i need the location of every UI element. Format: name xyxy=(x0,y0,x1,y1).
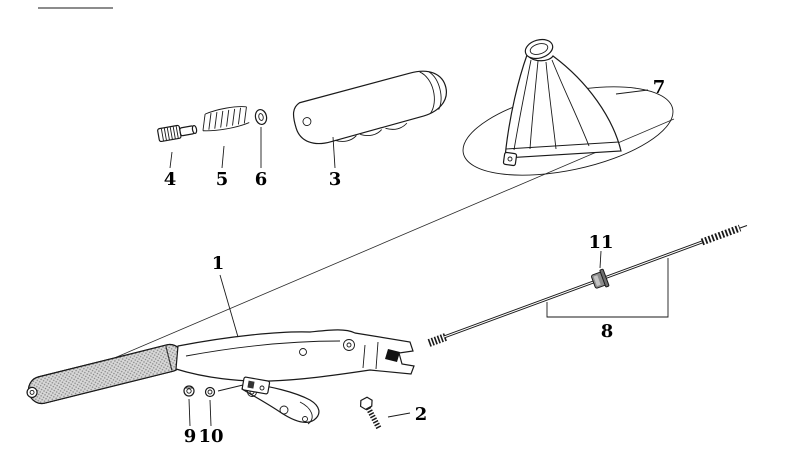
washer xyxy=(254,108,268,126)
part-label-2: 2 xyxy=(415,404,428,425)
leader-lines xyxy=(169,89,669,427)
cable xyxy=(427,224,748,347)
ratchet-notch xyxy=(385,349,400,362)
part-label-3: 3 xyxy=(329,169,342,190)
part-label-10: 10 xyxy=(198,426,223,447)
cable-coil-end xyxy=(700,224,742,246)
bolt xyxy=(359,396,382,430)
lever-grip xyxy=(26,343,184,405)
nut-10 xyxy=(204,386,216,398)
grip-handle xyxy=(292,70,447,145)
gaiter-boot xyxy=(502,38,622,167)
lever-body xyxy=(175,329,415,382)
handbrake-lever xyxy=(26,329,415,425)
part-label-11: 11 xyxy=(588,232,613,253)
spring xyxy=(202,106,250,132)
nut-leader-line xyxy=(217,384,244,392)
nut-9 xyxy=(183,385,195,397)
part-label-6: 6 xyxy=(255,169,268,190)
part-label-9: 9 xyxy=(184,426,197,447)
labels: 4 5 6 3 7 1 11 8 9 10 2 xyxy=(164,77,666,447)
part-label-5: 5 xyxy=(216,169,229,190)
cable-bracket xyxy=(241,376,320,425)
pin xyxy=(157,124,198,143)
part-label-1: 1 xyxy=(212,253,225,274)
part-label-7: 7 xyxy=(653,77,666,98)
part-label-8: 8 xyxy=(601,321,614,342)
bracket-8 xyxy=(546,258,669,318)
boot-tab xyxy=(502,151,518,167)
construction-line xyxy=(29,118,675,395)
part-label-4: 4 xyxy=(164,169,177,190)
grommet xyxy=(591,268,610,289)
